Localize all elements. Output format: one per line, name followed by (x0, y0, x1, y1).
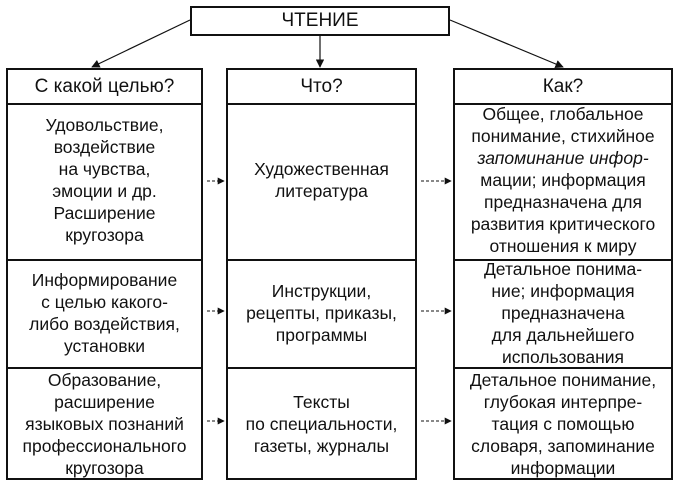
cell-what-row2: Инструкции,рецепты, приказы,программы (228, 259, 415, 365)
cell-text-line: профессионального (22, 435, 187, 456)
cell-text-line: программы (275, 325, 368, 345)
cell-text-line: либо воздействия, (29, 314, 180, 334)
cell-text-line: использования (502, 347, 624, 367)
cell-text-line: развития критического (470, 214, 656, 234)
cell-text-line: по специальности, (245, 413, 398, 434)
cell-text-line: литература (275, 181, 368, 201)
cell-text-line: Художественная (254, 159, 389, 179)
cell-text-line: Детальное понима- (483, 259, 643, 279)
cell-text: Инструкции,рецепты, приказы,программы (246, 280, 397, 346)
cell-text-line: ние; информация (491, 281, 635, 301)
cell-text: Детальное понимание,глубокая интерпре-та… (470, 369, 656, 479)
cell-text-line: Образование, (47, 369, 162, 390)
column-goal-header: С какой целью? (8, 70, 201, 105)
cell-text-line: Общее, глобальное (482, 104, 644, 124)
diagram-title: ЧТЕНИЕ (190, 6, 450, 36)
cell-text-line: мации; информация (480, 170, 646, 190)
cell-text-line: рецепты, приказы, (246, 303, 397, 323)
cell-text-line: информации (510, 457, 616, 478)
cell-text-line: словаря, запоминание (471, 435, 655, 456)
cell-text-line: для дальнейшего (491, 325, 635, 345)
cell-text-line: с целью какого- (41, 292, 168, 312)
column-how-header: Как? (455, 70, 671, 105)
cell-text-line: языковых познаний (25, 413, 184, 434)
arrow-title-to-how (449, 19, 564, 68)
cell-text-line: кругозора (65, 225, 144, 245)
cell-text-line: запоминание инфор- (477, 148, 649, 168)
cell-text-line: Расширение (53, 203, 156, 223)
cell-text-line: предназначена (501, 303, 625, 323)
cell-text-line: Удовольствие, (45, 115, 164, 135)
arrow-title-to-goal (91, 19, 191, 68)
cell-text-line: тация с помощью (491, 413, 635, 434)
cell-how-row3: Детальное понимание,глубокая интерпре-та… (455, 367, 671, 478)
cell-text-line: эмоции и др. (52, 181, 157, 201)
cell-text-line: установки (64, 336, 145, 356)
cell-text-line: воздействие (53, 137, 156, 157)
cell-text-line: Детальное понимание, (469, 369, 657, 390)
cell-text-line: расширение (54, 391, 155, 412)
cell-text-line: кругозора (65, 457, 144, 478)
cell-text-line: отношения к миру (489, 236, 637, 256)
cell-text-line: на чувства, (58, 159, 151, 179)
diagram-title-text: ЧТЕНИЕ (281, 10, 359, 31)
cell-text-line: газеты, журналы (253, 435, 390, 456)
cell-text-line: глубокая интерпре- (483, 391, 643, 412)
cell-text-line: Инструкции, (271, 281, 372, 301)
cell-text-line: предназначена для (483, 192, 642, 212)
column-what-header: Что? (228, 70, 415, 105)
cell-text-line: Информирование (31, 270, 178, 290)
cell-text-line: понимание, стихийное (471, 126, 655, 146)
cell-text-line: Тексты (293, 391, 350, 412)
